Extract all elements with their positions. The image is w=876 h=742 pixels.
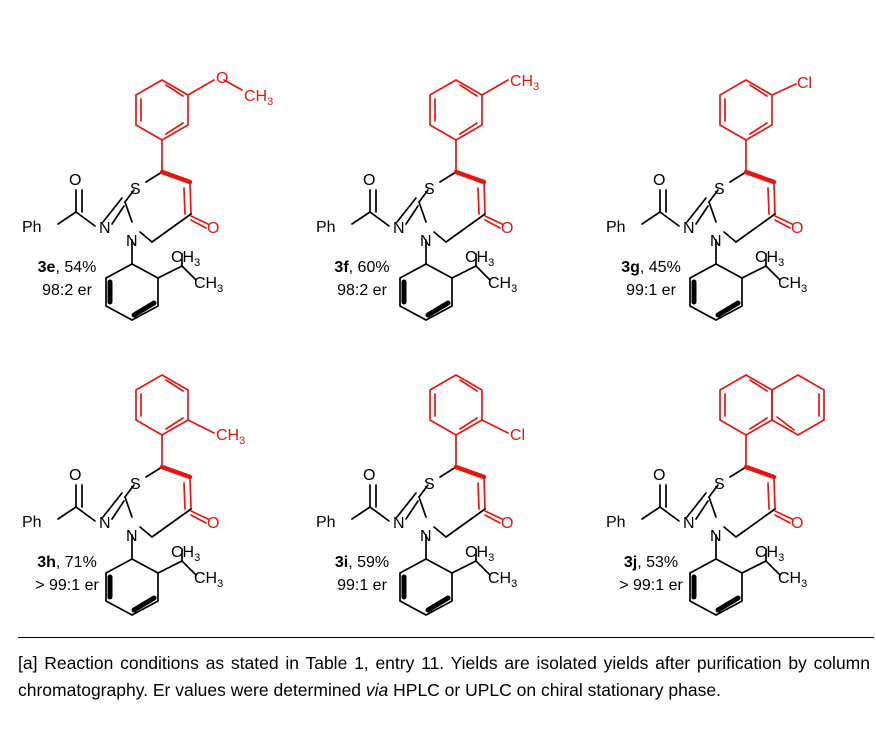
svg-text:O: O (791, 220, 803, 237)
svg-text:O: O (69, 467, 81, 484)
svg-text:CH3: CH3 (755, 544, 784, 564)
svg-text:Ph: Ph (606, 219, 626, 236)
svg-text:CH3: CH3 (465, 249, 494, 269)
svg-text:N: N (420, 233, 432, 250)
caption-3g-yield: 3g, 45% (621, 259, 681, 276)
svg-text:S: S (130, 476, 141, 493)
svg-text:CH3: CH3 (510, 73, 539, 93)
svg-text:CH3: CH3 (465, 544, 494, 564)
svg-text:CH3: CH3 (778, 275, 807, 295)
svg-text:CH3: CH3 (194, 570, 223, 590)
svg-text:Ph: Ph (22, 514, 42, 531)
caption-3i-er: 99:1 er (337, 577, 387, 594)
svg-text:CH3: CH3 (171, 249, 200, 269)
caption-3e-yield: 3e, 54% (38, 259, 97, 276)
footnote-text-2: HPLC or UPLC on chiral stationary phase. (388, 680, 721, 700)
svg-text:CH3: CH3 (171, 544, 200, 564)
svg-text:Ph: Ph (316, 219, 336, 236)
footnote-text-1: [a] Reaction conditions as stated in Tab… (18, 653, 870, 700)
compound-3h (58, 374, 215, 615)
svg-text:O: O (207, 515, 219, 532)
caption-3g-er: 99:1 er (626, 282, 676, 299)
compound-captions: 3e, 54% 98:2 er 3f, 60% 98:2 er 3g, 45% … (35, 259, 683, 594)
svg-text:N: N (393, 515, 405, 532)
svg-text:S: S (424, 181, 435, 198)
compound-3g (642, 79, 797, 320)
svg-text:N: N (683, 515, 695, 532)
svg-text:S: S (714, 181, 725, 198)
caption-3f-er: 98:2 er (337, 282, 387, 299)
caption-3h-er: > 99:1 er (35, 577, 99, 594)
caption-3j-yield: 3j, 53% (624, 554, 678, 571)
atom-labels: S N N O Ph O O CH3 CH3 CH3 S N N O Ph O … (22, 70, 812, 590)
svg-text:O: O (791, 515, 803, 532)
svg-text:N: N (683, 220, 695, 237)
svg-text:N: N (710, 233, 722, 250)
svg-text:N: N (99, 515, 111, 532)
svg-text:N: N (99, 220, 111, 237)
caption-3i-yield: 3i, 59% (335, 554, 389, 571)
svg-text:O: O (363, 467, 375, 484)
svg-text:O: O (207, 220, 219, 237)
caption-3j-er: > 99:1 er (619, 577, 683, 594)
svg-text:O: O (501, 515, 513, 532)
svg-text:N: N (420, 528, 432, 545)
svg-text:Ph: Ph (22, 219, 42, 236)
svg-text:CH3: CH3 (216, 427, 245, 447)
svg-text:CH3: CH3 (194, 275, 223, 295)
svg-text:O: O (653, 467, 665, 484)
footnote-divider (18, 637, 874, 638)
svg-text:CH3: CH3 (488, 570, 517, 590)
compound-3e (58, 79, 243, 320)
table-footnote: [a] Reaction conditions as stated in Tab… (18, 650, 870, 704)
svg-text:S: S (130, 181, 141, 198)
svg-text:N: N (393, 220, 405, 237)
caption-3f-yield: 3f, 60% (334, 259, 389, 276)
svg-text:O: O (216, 70, 228, 87)
footnote-italic: via (365, 680, 389, 700)
svg-text:Cl: Cl (510, 427, 525, 444)
svg-text:CH3: CH3 (244, 88, 273, 108)
compound-3f (352, 79, 509, 320)
svg-text:O: O (501, 220, 513, 237)
svg-text:CH3: CH3 (488, 275, 517, 295)
svg-text:O: O (363, 172, 375, 189)
svg-text:N: N (126, 233, 138, 250)
svg-text:CH3: CH3 (778, 570, 807, 590)
svg-text:N: N (126, 528, 138, 545)
svg-text:N: N (710, 528, 722, 545)
svg-text:Ph: Ph (316, 514, 336, 531)
svg-text:S: S (424, 476, 435, 493)
svg-text:Cl: Cl (797, 75, 812, 92)
caption-3e-er: 98:2 er (42, 282, 92, 299)
svg-text:Ph: Ph (606, 514, 626, 531)
svg-text:O: O (69, 172, 81, 189)
svg-text:CH3: CH3 (755, 249, 784, 269)
svg-text:O: O (653, 172, 665, 189)
compound-3i (352, 374, 509, 615)
svg-text:S: S (714, 476, 725, 493)
caption-3h-yield: 3h, 71% (37, 554, 97, 571)
compound-3j (642, 374, 825, 615)
